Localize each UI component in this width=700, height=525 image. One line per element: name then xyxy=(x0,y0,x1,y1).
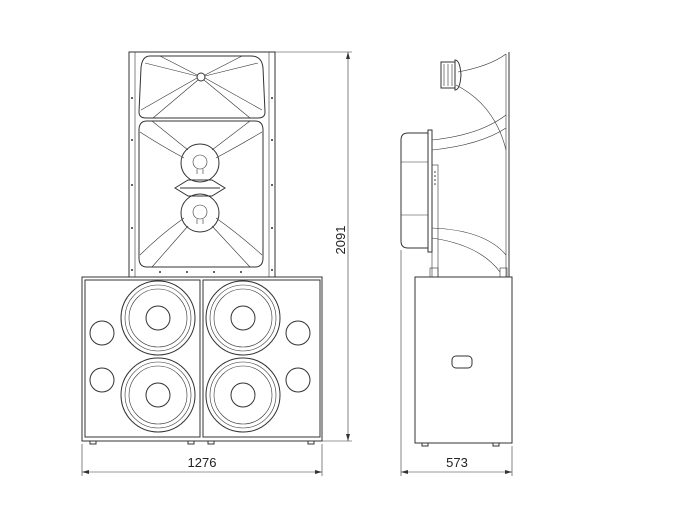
mounting-dots xyxy=(131,97,273,273)
front-width-label: 1276 xyxy=(188,455,217,470)
hf-driver-upper xyxy=(180,143,220,183)
phase-plug-diamond xyxy=(174,179,226,197)
side-sub-cabinet xyxy=(414,276,513,447)
side-depth-label: 573 xyxy=(446,455,468,470)
front-sub-cabinets xyxy=(81,276,323,445)
front-top-cabinet xyxy=(128,51,276,278)
compression-driver xyxy=(440,59,462,91)
side-horn xyxy=(400,52,510,278)
side-depth-dimension: 573 xyxy=(400,250,513,476)
feet xyxy=(89,440,315,445)
height-label: 2091 xyxy=(333,226,348,255)
side-view xyxy=(400,52,513,447)
handle xyxy=(451,355,473,369)
height-dimension: 2091 xyxy=(275,51,352,442)
hf-driver-lower xyxy=(180,193,220,233)
upper-horn xyxy=(138,55,266,119)
lower-horn xyxy=(138,120,264,268)
front-width-dimension: 1276 xyxy=(81,444,323,476)
woofers xyxy=(120,280,281,433)
bass-ports xyxy=(89,320,311,393)
